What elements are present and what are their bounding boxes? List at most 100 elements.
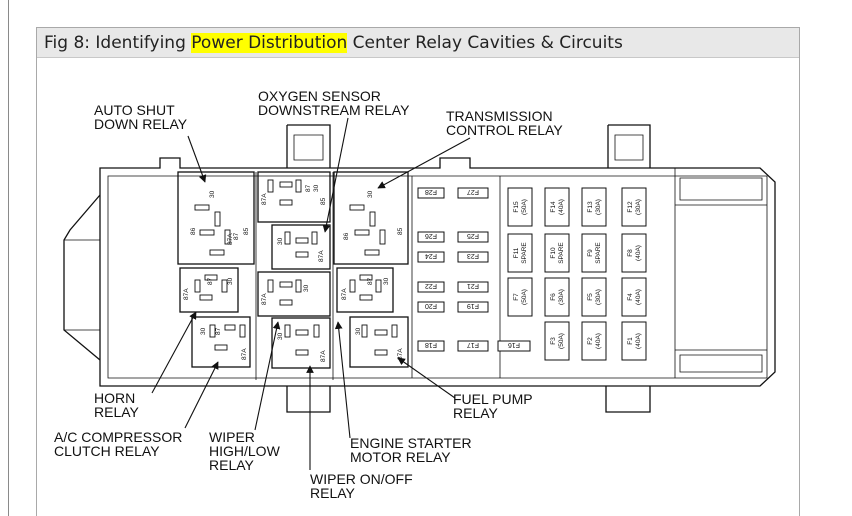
term-87a-es: 87A <box>341 288 348 300</box>
term-30-wof: 30 <box>277 332 284 340</box>
label-auto-shutdown-relay: AUTO SHUT DOWN RELAY <box>94 103 187 131</box>
fuse-f23-label: F23 <box>467 252 479 259</box>
large-fuse-block: F15 (50A) F14 (40A) F13 (30A) F12 (30A) … <box>507 187 647 361</box>
term-30-tcr: 30 <box>367 190 374 198</box>
term-87a-asd: 87A <box>227 233 234 245</box>
pdc-housing <box>63 124 776 413</box>
fuse-f26-label: F26 <box>425 232 437 239</box>
fuse-f8-rating: (40A) <box>635 245 642 261</box>
term-87-ac: 87 <box>215 327 222 335</box>
term-86-asd: 86 <box>190 227 197 235</box>
label-line: HIGH/LOW <box>209 443 280 459</box>
fuse-f8-id: F8 <box>627 249 634 257</box>
label-line: CLUTCH RELAY <box>54 443 160 459</box>
term-30-ac: 30 <box>200 327 207 335</box>
label-line: FUEL PUMP <box>453 391 533 407</box>
fuse-f28-label: F28 <box>425 188 437 195</box>
small-fuse-block: F28 F27 F26 F25 F24 F23 F22 F21 F20 F19 … <box>417 187 531 352</box>
label-wiper-high-low-relay: WIPER HIGH/LOW RELAY <box>209 430 280 472</box>
fuse-f4-rating: (40A) <box>635 289 642 305</box>
fuse-f2-rating: (40A) <box>595 333 602 349</box>
label-line: ENGINE STARTER <box>350 435 472 451</box>
fuse-f9-rating: SPARE <box>595 242 602 264</box>
fuse-f5-rating: (30A) <box>595 289 602 305</box>
fuse-f6-rating: (30A) <box>558 289 565 305</box>
term-30-o2: 30 <box>313 184 320 192</box>
label-ac-compressor-relay: A/C COMPRESSOR CLUTCH RELAY <box>54 430 182 458</box>
fuse-f18-label: F18 <box>425 341 437 348</box>
title-prefix: Fig 8: Identifying <box>44 33 192 53</box>
fuse-f25-label: F25 <box>467 232 479 239</box>
fuse-f24-label: F24 <box>425 252 437 259</box>
term-87-horn: 87 <box>207 277 214 285</box>
label-line: DOWNSTREAM RELAY <box>258 102 410 118</box>
fuse-f17-label: F17 <box>467 341 479 348</box>
label-line: RELAY <box>310 485 355 501</box>
leader-lines <box>151 117 471 470</box>
figure-title: Fig 8: Identifying Power Distribution Ce… <box>44 33 623 53</box>
fuse-f13-rating: (30A) <box>595 199 602 215</box>
fuse-f7-rating: (50A) <box>521 289 528 305</box>
fuse-f2-id: F2 <box>587 337 594 345</box>
fuse-f20-label: F20 <box>425 302 437 309</box>
fuse-f6-id: F6 <box>550 293 557 301</box>
label-horn-relay: HORN RELAY <box>94 391 139 419</box>
title-suffix: Center Relay Cavities & Circuits <box>347 33 623 53</box>
term-87a-ac: 87A <box>241 348 248 360</box>
title-highlight: Power Distribution <box>191 33 348 53</box>
fuse-f13-id: F13 <box>587 201 594 213</box>
label-line: OXYGEN SENSOR <box>258 88 381 104</box>
label-line: TRANSMISSION <box>446 108 553 124</box>
fuse-f7-id: F7 <box>513 293 520 301</box>
term-87-es: 87 <box>367 277 374 285</box>
fuse-f1-id: F1 <box>627 337 634 345</box>
fuse-f1-rating: (40A) <box>635 333 642 349</box>
label-line: RELAY <box>94 404 139 420</box>
term-85-asd: 85 <box>243 227 250 235</box>
label-transmission-control-relay: TRANSMISSION CONTROL RELAY <box>446 109 563 137</box>
term-30-o2b: 30 <box>277 237 284 245</box>
fuse-f11-rating: SPARE <box>521 242 528 264</box>
fuse-f12-rating: (30A) <box>635 199 642 215</box>
fuse-f10-rating: SPARE <box>558 242 565 264</box>
term-30-whl: 30 <box>303 284 310 292</box>
label-line: RELAY <box>209 457 254 473</box>
figure-header: Fig 8: Identifying Power Distribution Ce… <box>37 28 799 58</box>
figure-panel: Fig 8: Identifying Power Distribution Ce… <box>36 27 800 516</box>
fuse-f14-id: F14 <box>550 201 557 213</box>
label-wiper-on-off-relay: WIPER ON/OFF RELAY <box>310 472 413 500</box>
fuse-f27-label: F27 <box>467 188 479 195</box>
term-30-fp: 30 <box>355 327 362 335</box>
term-87-o2: 87 <box>305 184 312 192</box>
term-85-o2: 85 <box>320 197 327 205</box>
term-87a-fp: 87A <box>397 348 404 360</box>
fuse-f14-rating: (40A) <box>558 199 565 215</box>
term-30-asd: 30 <box>209 190 216 198</box>
relay-terminals <box>194 179 398 356</box>
term-87a-horn: 87A <box>183 288 190 300</box>
label-line: HORN <box>94 390 136 406</box>
fuse-f15-rating: (50A) <box>521 199 528 215</box>
label-engine-starter-relay: ENGINE STARTER MOTOR RELAY <box>350 436 472 464</box>
label-line: AUTO SHUT <box>94 102 175 118</box>
label-line: A/C COMPRESSOR <box>54 429 183 445</box>
fuse-f9-id: F9 <box>587 249 594 257</box>
label-line: WIPER <box>209 429 255 445</box>
label-fuel-pump-relay: FUEL PUMP RELAY <box>453 392 533 420</box>
term-30-es: 30 <box>383 277 390 285</box>
term-85-tcr: 85 <box>397 227 404 235</box>
label-line: CONTROL RELAY <box>446 122 563 138</box>
term-30-horn: 30 <box>227 277 234 285</box>
fuse-f3-rating: (50A) <box>558 333 565 349</box>
page-left-border <box>8 0 9 516</box>
label-line: DOWN RELAY <box>94 116 188 132</box>
term-87-asd: 87 <box>233 232 240 240</box>
terminal-numbers: 30 87 87A 86 85 87A 87 30 30 87 87A 87A … <box>183 184 404 362</box>
term-87a-whl: 87A <box>261 293 268 305</box>
fuse-f10-id: F10 <box>550 247 557 259</box>
fuse-f12-id: F12 <box>627 201 634 213</box>
label-oxygen-sensor-relay: OXYGEN SENSOR DOWNSTREAM RELAY <box>258 89 409 117</box>
term-86-tcr: 86 <box>343 232 350 240</box>
fuse-f5-id: F5 <box>587 293 594 301</box>
